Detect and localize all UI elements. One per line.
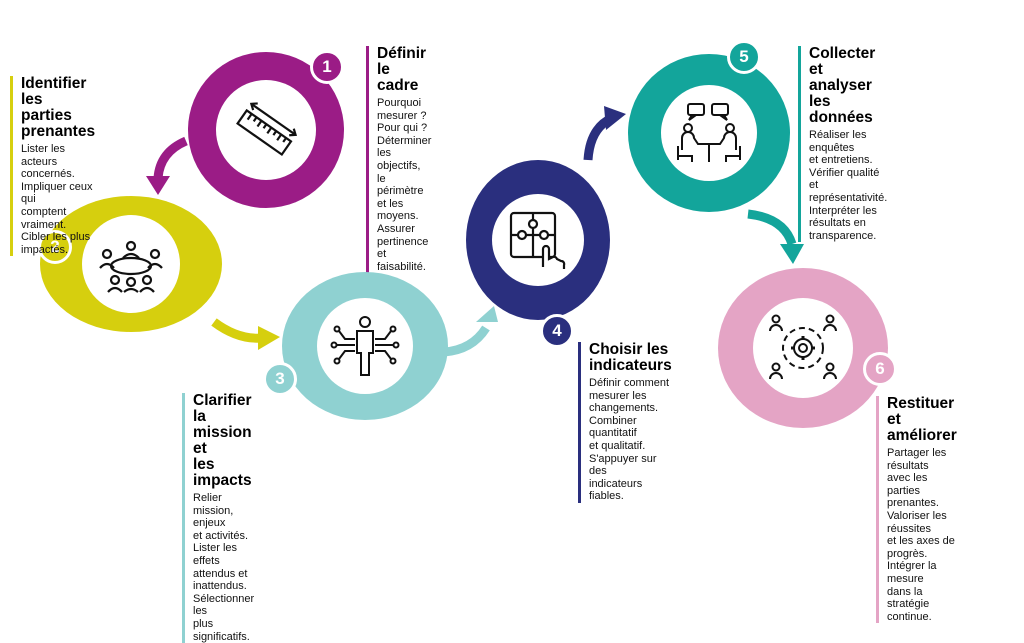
puzzle-hand-icon	[509, 211, 566, 269]
step-6-ring	[718, 268, 888, 428]
step-3-title: Clarifier la mission et les impacts	[193, 392, 252, 489]
step-4-body: Définir comment mesurer les changements.…	[589, 377, 670, 503]
step-5-text: Collecter et analyser les données Réalis…	[798, 45, 888, 243]
step-3-text: Clarifier la mission et les impacts Reli…	[182, 393, 254, 643]
step-5-title: Collecter et analyser les données	[809, 45, 876, 126]
step-1-badge: 1	[310, 50, 344, 84]
arrow-3-to-4	[443, 325, 490, 357]
step-2-badge: 2	[38, 230, 72, 264]
step-4-badge: 4	[540, 314, 574, 348]
step-5-badge: 5	[727, 40, 761, 74]
step-3-badge: 3	[263, 362, 297, 396]
arrow-2-to-3	[211, 318, 263, 343]
step-1-body: Pourquoi mesurer ? Pour qui ? Déterminer…	[377, 97, 432, 273]
step-5-ring	[628, 54, 790, 212]
step-6-badge: 6	[863, 352, 897, 386]
ruler-icon	[236, 102, 298, 157]
step-3-body: Relier mission, enjeux et activités. Lis…	[193, 492, 255, 643]
step-2-title: Identifier les parties prenantes	[21, 75, 96, 140]
arrowhead-4-to-5	[604, 106, 626, 130]
arrow-1-to-2	[153, 136, 188, 179]
process-diagram: 1 Définir le cadre Pourquoi mesurer ? Po…	[10, 40, 957, 643]
meeting-table-icon	[99, 240, 163, 293]
step-6-body: Partager les résultats avec les parties …	[887, 447, 955, 623]
arrowhead-2-to-3	[258, 326, 280, 350]
interview-icon	[677, 103, 741, 162]
step-4-title: Choisir les indicateurs	[589, 341, 672, 374]
arrowhead-3-to-4	[476, 306, 498, 322]
step-1-text: Définir le cadre Pourquoi mesurer ? Pour…	[366, 45, 432, 274]
step-2-body: Lister les acteurs concernés. Impliquer …	[21, 143, 93, 256]
arrowhead-5-to-6	[780, 244, 804, 264]
step-4-text: Choisir les indicateurs Définir comment …	[578, 342, 672, 503]
step-6-title: Restituer et améliorer	[887, 395, 957, 444]
arrowhead-1-to-2	[146, 176, 170, 195]
step-5-body: Réaliser les enquêtes et entretiens. Vér…	[809, 129, 888, 242]
arrow-5-to-6	[747, 209, 797, 246]
step-1-title: Définir le cadre	[377, 45, 427, 94]
step-2-text: Identifier les parties prenantes Lister …	[10, 75, 96, 257]
person-network-icon	[330, 316, 400, 376]
step-4-ring	[466, 160, 610, 320]
step-3-ring	[282, 272, 448, 420]
gear-team-icon	[769, 314, 837, 380]
step-6-text: Restituer et améliorer Partager les résu…	[876, 395, 957, 624]
connector-arrows	[146, 106, 804, 357]
step-2-ring-shape	[40, 196, 222, 332]
